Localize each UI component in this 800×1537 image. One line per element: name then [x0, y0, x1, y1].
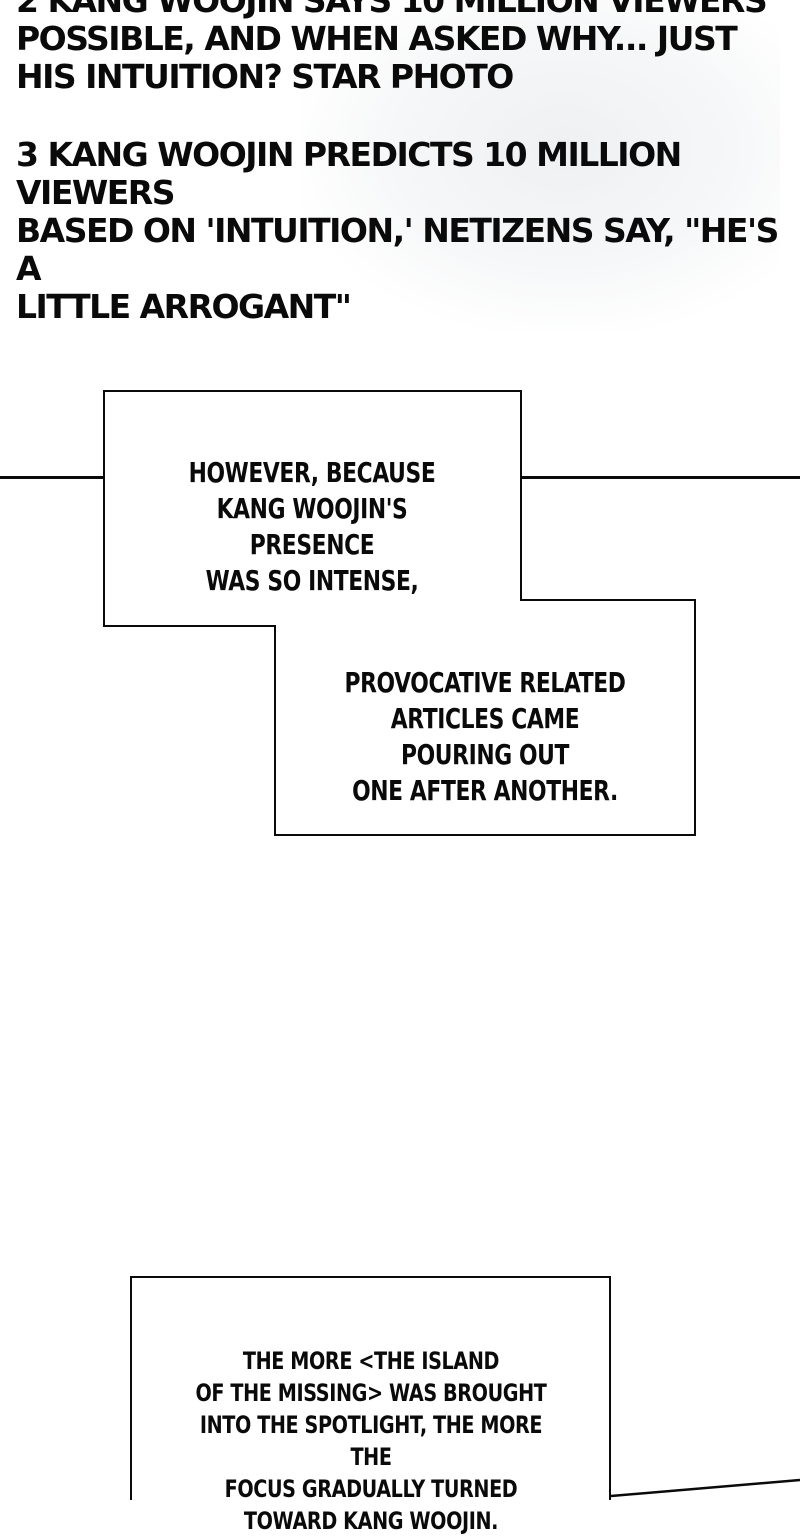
caption-spotlight: THE MORE <THE ISLAND OF THE MISSING> WAS… [195, 1347, 547, 1535]
panel-divider-right [521, 476, 800, 479]
caption-presence: HOWEVER, BECAUSE KANG WOOJIN'S PRESENCE … [188, 456, 436, 597]
article-headline-3: 3 KANG WOOJIN PREDICTS 10 MILLION VIEWER… [16, 135, 779, 326]
caption-articles: PROVOCATIVE RELATED ARTICLES CAME POURIN… [344, 666, 626, 807]
caption-frames [103, 390, 800, 1500]
caption-box-lower [130, 1276, 611, 1500]
caption-box-upper [103, 390, 696, 836]
panel-divider-lower [610, 1478, 800, 1498]
background-haze [300, 0, 780, 330]
article-headline-2: 2 KANG WOOJIN SAYS 10 MILLION VIEWERS PO… [16, 0, 768, 96]
panel-divider-left [0, 476, 104, 479]
